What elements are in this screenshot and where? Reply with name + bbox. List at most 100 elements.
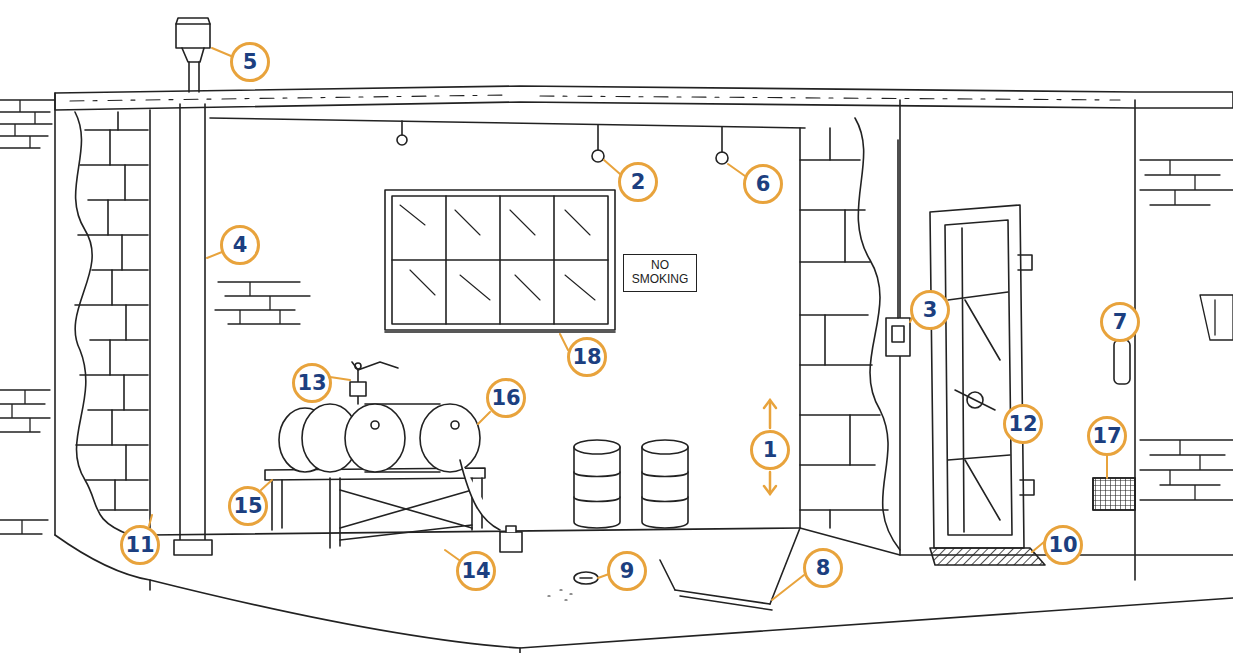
- callout-text: 6: [756, 174, 771, 195]
- callout-text: 3: [923, 300, 938, 321]
- floor-drain: [548, 572, 598, 600]
- callout-text: 12: [1008, 414, 1037, 435]
- safety-can: [500, 526, 522, 552]
- drum-pump: [350, 382, 366, 396]
- safety-can: [506, 526, 516, 532]
- fire-door: [962, 228, 964, 532]
- floor-trench: [660, 528, 800, 610]
- ceiling-slab: [70, 95, 1120, 101]
- callout-number: 10: [1043, 525, 1083, 565]
- roof-ventilator: [182, 48, 204, 62]
- window: [385, 190, 615, 330]
- brick-pattern: [0, 100, 1233, 534]
- sprinkler-system: [397, 135, 407, 145]
- callout-number: 14: [456, 551, 496, 591]
- window: [385, 331, 615, 333]
- horizontal-drum: [345, 404, 405, 472]
- drum-rack: [272, 478, 482, 548]
- ceiling-slab: [55, 86, 1233, 110]
- callout-number: 11: [120, 525, 160, 565]
- drum-pump: [355, 363, 361, 369]
- floor-drain: [548, 590, 572, 600]
- block-pillar: [825, 128, 850, 528]
- switch-box: [886, 318, 910, 356]
- callout-number: 5: [230, 42, 270, 82]
- vent-pipe: [180, 104, 205, 540]
- callout-text: 13: [297, 373, 326, 394]
- sprinkler-system: [597, 125, 599, 150]
- block-pillar: [799, 128, 801, 528]
- callout-number: 2: [618, 162, 658, 202]
- fire-door: [930, 205, 1024, 548]
- callout-text: 16: [491, 388, 520, 409]
- callout-text: 8: [816, 558, 831, 579]
- callout-text: 2: [631, 172, 646, 193]
- horizontal-drum: [279, 404, 500, 530]
- upright-drum: [574, 472, 620, 502]
- sprinkler-system: [210, 118, 805, 164]
- fire-door: [945, 220, 1012, 535]
- callout-number: 17: [1087, 416, 1127, 456]
- left-wall: [108, 112, 126, 510]
- leader-line: [149, 48, 1107, 600]
- brick-pattern: [0, 100, 55, 148]
- floor-trench: [660, 528, 800, 604]
- left-wall: [75, 130, 148, 510]
- callout-text: 9: [620, 561, 635, 582]
- fire-door: [948, 292, 1010, 460]
- window: [385, 190, 615, 332]
- callout-number: 3: [910, 290, 950, 330]
- floor: [55, 535, 1233, 648]
- window: [392, 196, 608, 324]
- horizontal-drum: [420, 404, 480, 472]
- switch-box: [886, 140, 910, 356]
- callout-number: 13: [292, 363, 332, 403]
- floor-trench: [675, 590, 772, 610]
- vent-pipe: [174, 104, 212, 555]
- upright-drum: [642, 447, 688, 528]
- fire-door: [955, 300, 1000, 520]
- floor: [55, 528, 1233, 653]
- callout-number: 18: [567, 337, 607, 377]
- callout-text: 7: [1113, 312, 1128, 333]
- sign-text: NO SMOKING: [627, 259, 693, 287]
- drum-rack: [340, 490, 472, 540]
- switch-box: [897, 140, 899, 318]
- sprinkler-system: [592, 150, 604, 162]
- vent-pipe: [174, 540, 212, 555]
- vent-grille: [1093, 478, 1135, 510]
- upright-drum: [642, 440, 688, 454]
- callout-text: 17: [1092, 426, 1121, 447]
- roof-ventilator: [189, 62, 199, 92]
- callout-text: 15: [233, 496, 262, 517]
- upright-drum: [574, 440, 688, 528]
- leader-line: [149, 48, 1107, 600]
- warning-sign: NO SMOKING: [623, 254, 697, 292]
- callout-number: 16: [486, 378, 526, 418]
- floor: [150, 580, 520, 653]
- brick-pattern: [1140, 160, 1233, 205]
- floor-drain: [580, 577, 592, 579]
- callout-number: 8: [803, 548, 843, 588]
- floor-drain: [574, 572, 598, 584]
- sprinkler-system: [401, 121, 403, 135]
- window: [400, 205, 595, 300]
- switch-box: [892, 326, 904, 342]
- callout-number: 9: [607, 551, 647, 591]
- fire-door: [930, 205, 1034, 548]
- sprinkler-system: [210, 118, 805, 128]
- left-wall: [149, 110, 151, 535]
- sprinkler-system: [721, 127, 723, 152]
- callout-text: 18: [572, 347, 601, 368]
- brick-pattern: [1200, 295, 1233, 340]
- block-pillar: [900, 100, 1135, 580]
- roof-ventilator: [176, 18, 210, 24]
- callout-text: 10: [1048, 535, 1077, 556]
- fire-door: [1018, 255, 1034, 495]
- callout-text: 14: [461, 561, 490, 582]
- fire-extinguisher: [1114, 340, 1130, 384]
- callout-text: 11: [125, 535, 154, 556]
- block-pillar: [800, 160, 888, 510]
